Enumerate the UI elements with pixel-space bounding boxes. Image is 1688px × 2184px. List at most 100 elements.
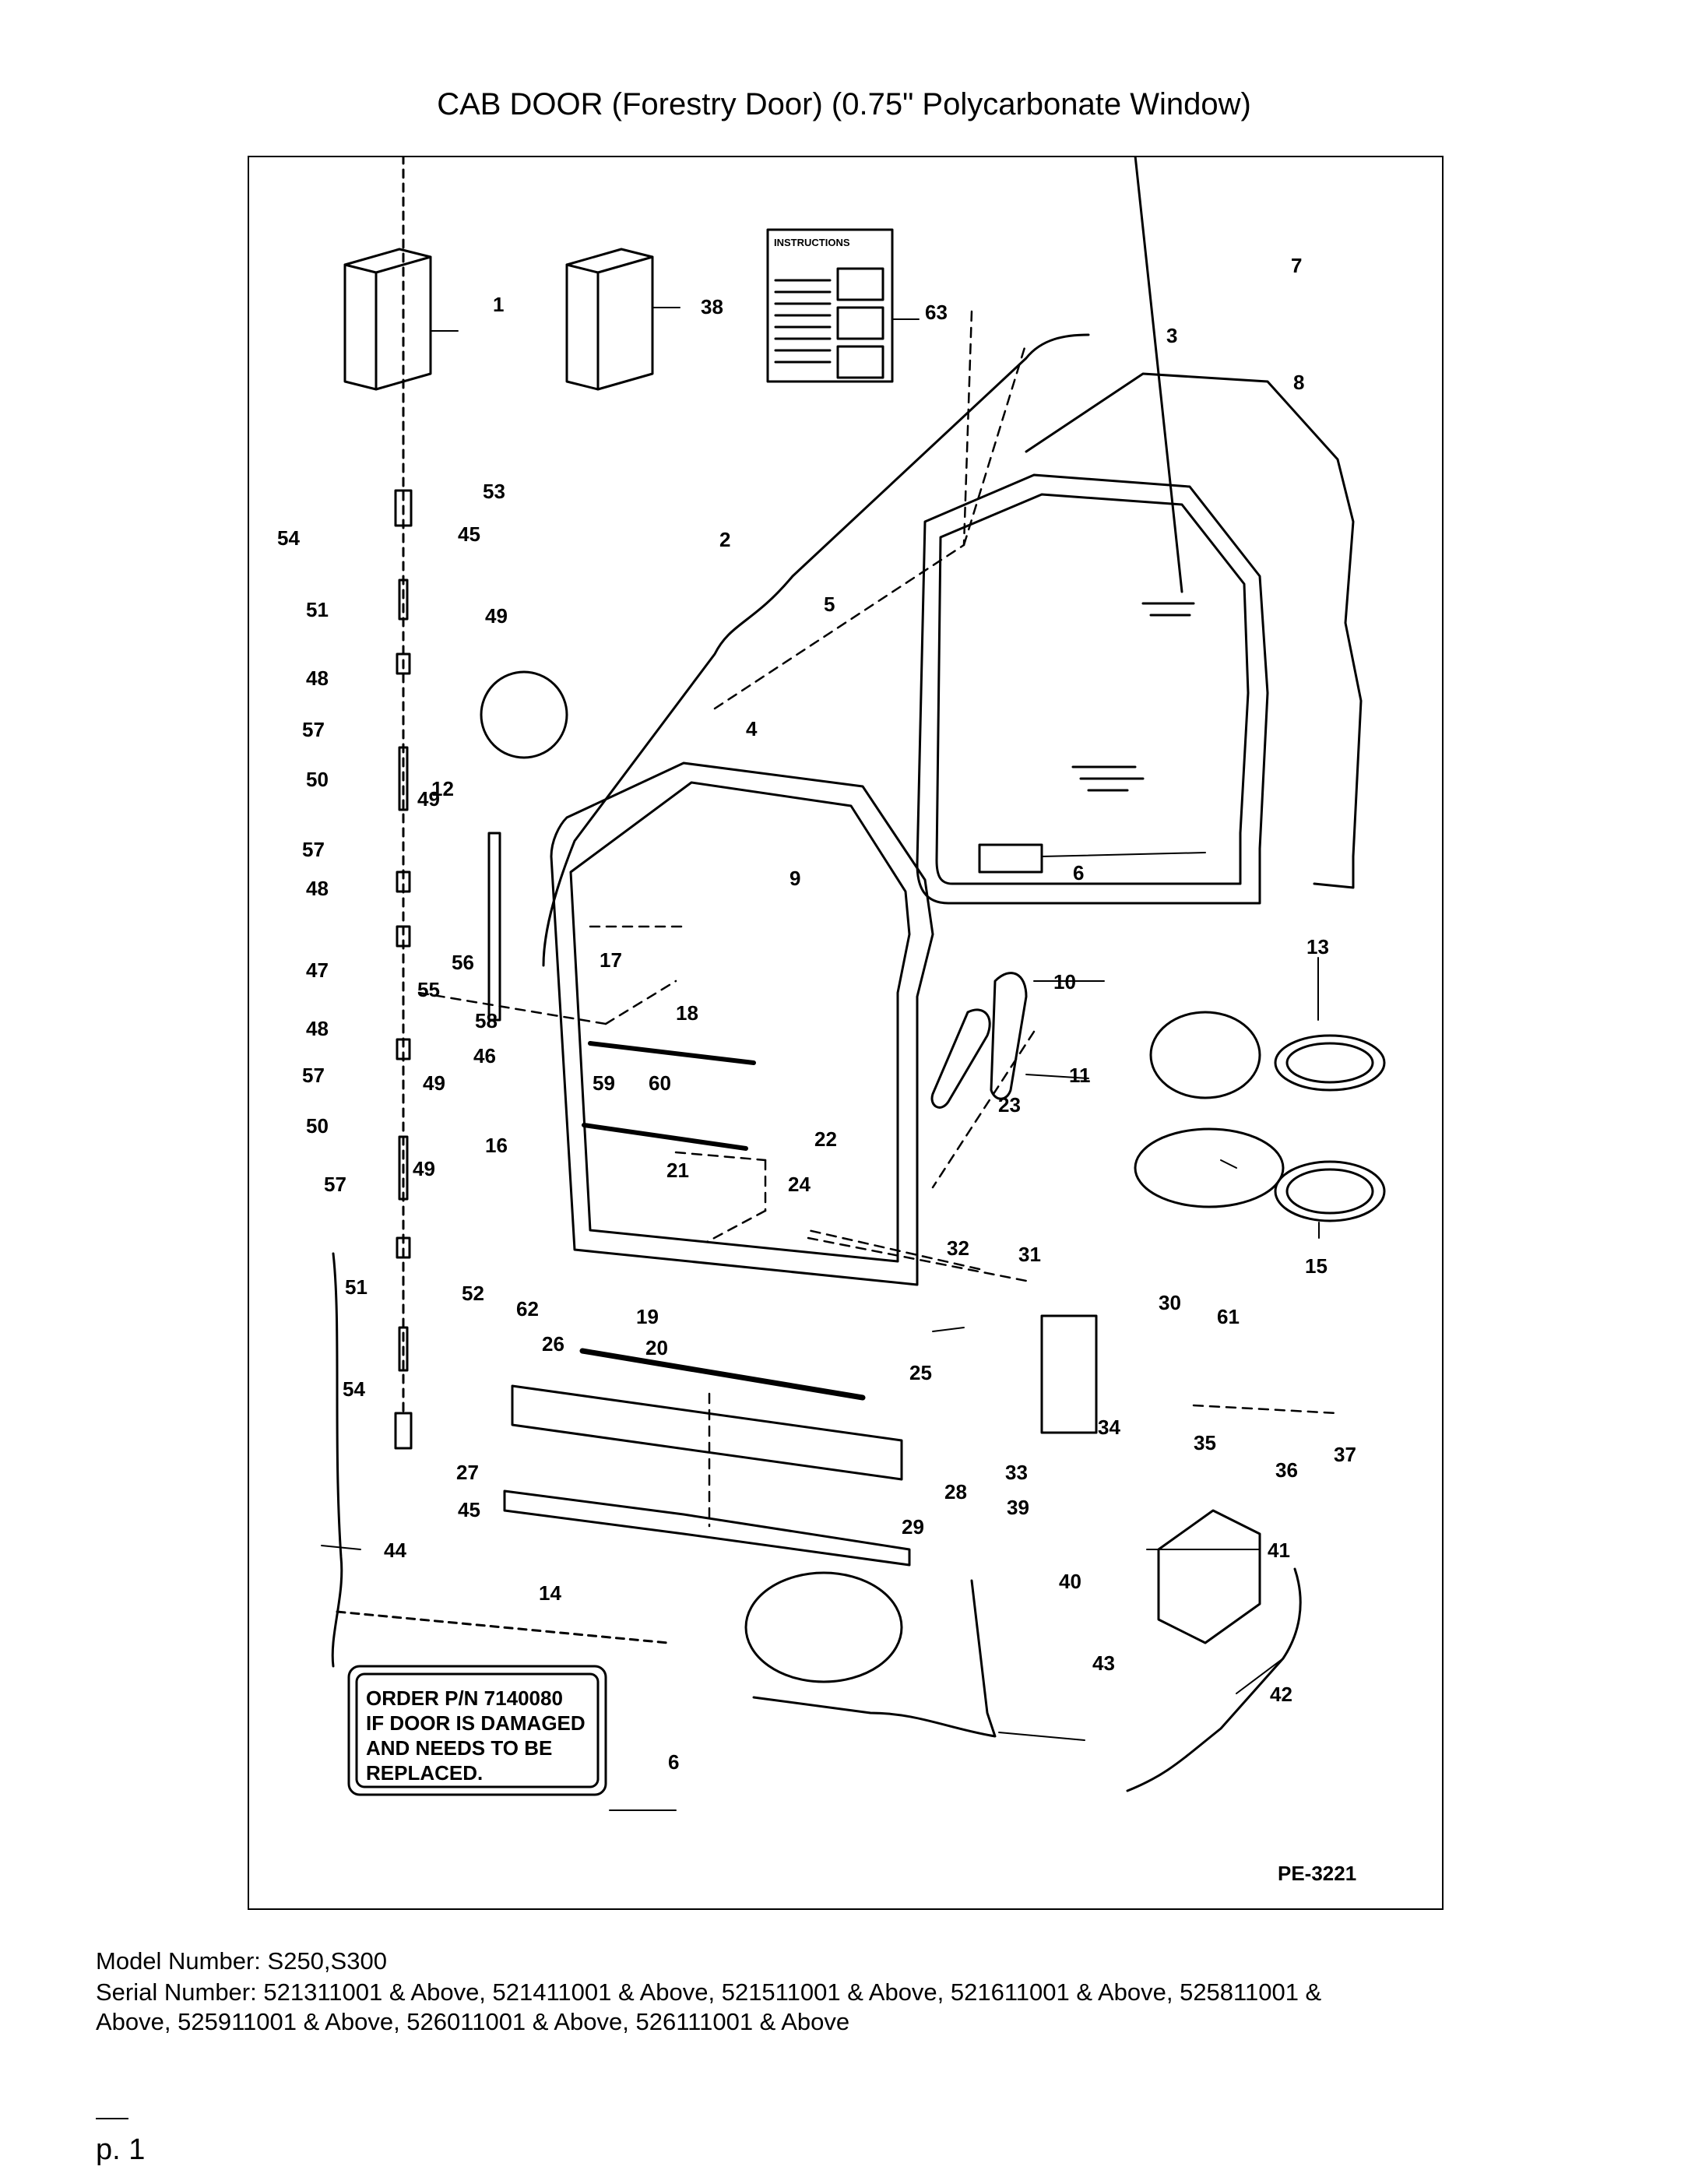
callout-10: 10 bbox=[1053, 970, 1076, 994]
callout-5: 5 bbox=[824, 593, 835, 616]
callout-1: 1 bbox=[493, 293, 504, 316]
callout-27: 27 bbox=[456, 1461, 479, 1484]
callout-37: 37 bbox=[1334, 1443, 1356, 1466]
callout-57-b: 57 bbox=[302, 838, 325, 861]
decal-text-line-4: REPLACED. bbox=[366, 1761, 483, 1785]
callout-26: 26 bbox=[542, 1332, 564, 1356]
callout-59: 59 bbox=[593, 1071, 615, 1095]
callout-25: 25 bbox=[909, 1361, 932, 1384]
door-frame-2 bbox=[542, 333, 1090, 967]
seal-profile-icon-2 bbox=[744, 1571, 903, 1683]
kit-box-38 bbox=[565, 248, 654, 391]
instructions-label: INSTRUCTIONS bbox=[774, 237, 850, 248]
callout-55: 55 bbox=[417, 978, 440, 1001]
callout-15: 15 bbox=[1305, 1254, 1328, 1278]
page-number: p. 1 bbox=[96, 2133, 146, 2166]
callout-2: 2 bbox=[719, 528, 730, 551]
callout-8: 8 bbox=[1293, 371, 1304, 394]
callout-48: 48 bbox=[306, 666, 329, 690]
callout-28: 28 bbox=[944, 1480, 967, 1503]
callout-44: 44 bbox=[384, 1539, 406, 1562]
latch-30 bbox=[1040, 1314, 1098, 1434]
callout-39: 39 bbox=[1007, 1496, 1029, 1519]
callout-34: 34 bbox=[1098, 1416, 1120, 1439]
harness-44 bbox=[331, 1252, 343, 1668]
callout-60: 60 bbox=[649, 1071, 671, 1095]
callout-12: 12 bbox=[431, 777, 454, 800]
callout-46: 46 bbox=[473, 1044, 496, 1067]
callout-11: 11 bbox=[1069, 1064, 1091, 1087]
callout-24: 24 bbox=[788, 1173, 811, 1196]
harness-43 bbox=[752, 1579, 997, 1738]
callout-51: 51 bbox=[306, 598, 329, 621]
handle-11 bbox=[930, 1008, 991, 1109]
callout-40: 40 bbox=[1059, 1570, 1081, 1593]
outer-seal-3 bbox=[1025, 372, 1363, 889]
kit-box-1 bbox=[343, 248, 432, 391]
callout-19: 19 bbox=[636, 1305, 659, 1328]
hinge-45 bbox=[394, 489, 413, 527]
callout-32: 32 bbox=[947, 1236, 969, 1260]
page-title: CAB DOOR (Forestry Door) (0.75" Polycarb… bbox=[437, 87, 1251, 121]
callout-6: 6 bbox=[1073, 861, 1084, 885]
diagram-frame bbox=[248, 156, 1444, 1910]
callout-6-decal: 6 bbox=[668, 1750, 679, 1774]
callout-54: 54 bbox=[277, 526, 300, 550]
decal-text-line-1: ORDER P/N 7140080 bbox=[366, 1686, 563, 1710]
decal-text-line-2: IF DOOR IS DAMAGED bbox=[366, 1711, 586, 1735]
drawing-number: PE-3221 bbox=[1278, 1862, 1356, 1885]
exploded-parts-diagram: ORDER P/N 7140080 IF DOOR IS DAMAGED AND… bbox=[277, 156, 1386, 1885]
callout-52: 52 bbox=[462, 1282, 484, 1305]
callout-47: 47 bbox=[306, 958, 329, 982]
control-box-41 bbox=[1157, 1509, 1261, 1644]
callout-57: 57 bbox=[302, 718, 325, 741]
detail-bubble-icon-2 bbox=[1149, 1011, 1261, 1099]
callout-48-c: 48 bbox=[306, 1017, 329, 1040]
callout-16: 16 bbox=[485, 1134, 508, 1157]
callout-36: 36 bbox=[1275, 1458, 1298, 1482]
callout-14: 14 bbox=[539, 1581, 561, 1605]
serial-number-line-2: Above, 525911001 & Above, 526011001 & Ab… bbox=[96, 2008, 850, 2035]
seal-14 bbox=[503, 1489, 911, 1567]
callout-4: 4 bbox=[746, 717, 758, 740]
detail-bubble-icon bbox=[480, 670, 568, 759]
callout-63: 63 bbox=[925, 301, 948, 324]
callout-49-c: 49 bbox=[423, 1071, 445, 1095]
callout-3: 3 bbox=[1166, 324, 1177, 347]
callout-62: 62 bbox=[516, 1297, 539, 1321]
hinge-45-lower bbox=[394, 1412, 413, 1450]
seal-profile-icon bbox=[1134, 1127, 1285, 1208]
serial-number-line-1: Serial Number: 521311001 & Above, 521411… bbox=[96, 1978, 1322, 2006]
callout-45: 45 bbox=[458, 522, 480, 546]
callout-31: 31 bbox=[1018, 1243, 1041, 1266]
callout-18: 18 bbox=[676, 1001, 698, 1025]
callout-7: 7 bbox=[1291, 254, 1302, 277]
callout-50-b: 50 bbox=[306, 1114, 329, 1138]
decal-6 bbox=[347, 1665, 607, 1796]
door-frame-4 bbox=[550, 761, 934, 1286]
window-5 bbox=[916, 473, 1269, 905]
page-divider bbox=[96, 2118, 128, 2119]
callout-57-d: 57 bbox=[324, 1173, 346, 1196]
seal-strip-12 bbox=[487, 832, 501, 1022]
callout-51-b: 51 bbox=[345, 1275, 367, 1299]
callout-41: 41 bbox=[1268, 1539, 1290, 1562]
door-bottom-rail-27 bbox=[511, 1384, 903, 1481]
callout-21: 21 bbox=[666, 1159, 689, 1182]
callout-48-b: 48 bbox=[306, 877, 329, 900]
callout-53: 53 bbox=[483, 480, 505, 503]
handle-10 bbox=[990, 972, 1028, 1100]
callout-29: 29 bbox=[902, 1515, 924, 1539]
callout-61: 61 bbox=[1217, 1305, 1240, 1328]
callout-33: 33 bbox=[1005, 1461, 1028, 1484]
callout-30: 30 bbox=[1159, 1291, 1181, 1314]
callout-45-lower: 45 bbox=[458, 1498, 480, 1521]
callout-9: 9 bbox=[789, 867, 800, 890]
callout-35: 35 bbox=[1194, 1431, 1216, 1454]
decal-text-line-3: AND NEEDS TO BE bbox=[366, 1736, 552, 1760]
callout-20: 20 bbox=[645, 1336, 668, 1359]
callout-42: 42 bbox=[1270, 1683, 1292, 1706]
callout-57-c: 57 bbox=[302, 1064, 325, 1087]
callout-13: 13 bbox=[1306, 935, 1329, 958]
callout-54-b: 54 bbox=[343, 1377, 365, 1401]
